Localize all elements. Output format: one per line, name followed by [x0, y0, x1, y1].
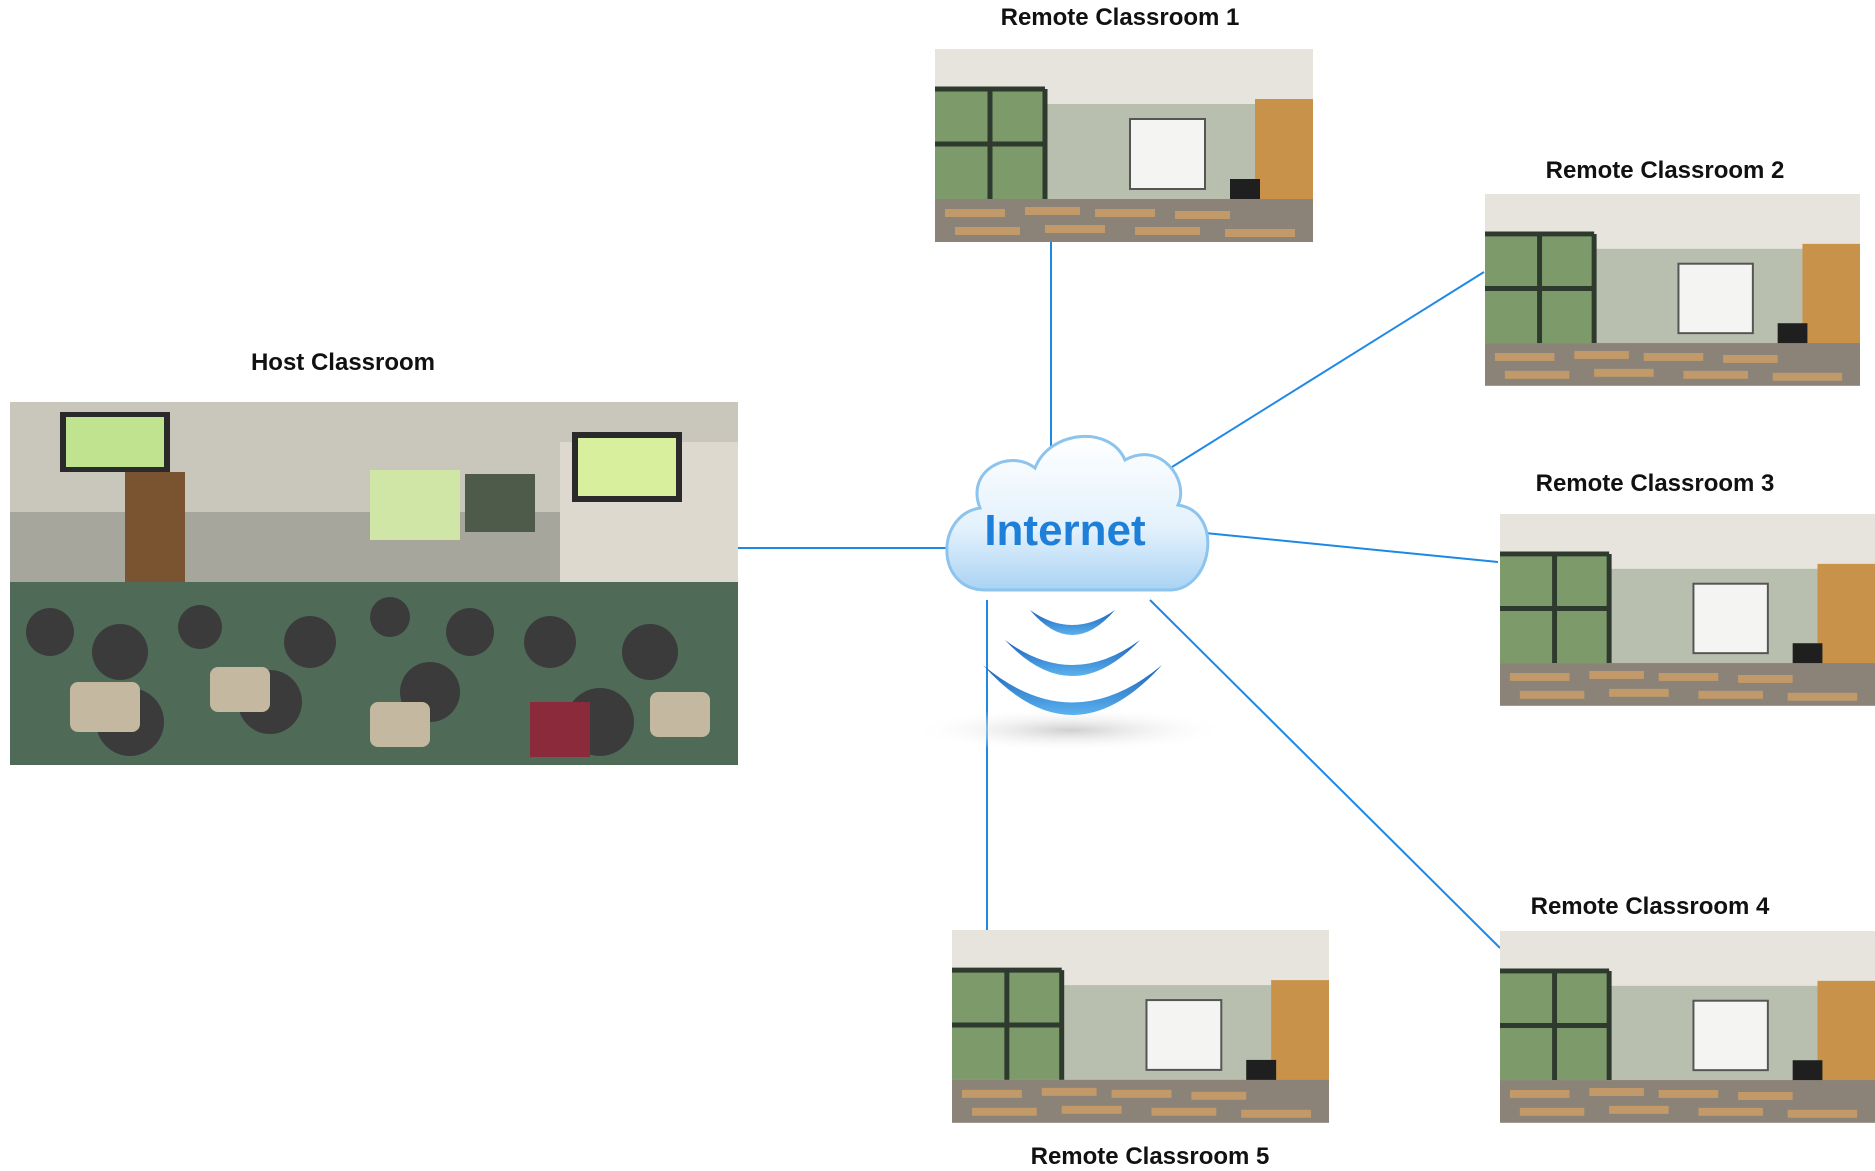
- remote-classroom-2-photo: [1485, 194, 1860, 386]
- remote-classroom-4-photo: [1500, 931, 1875, 1123]
- remote-classroom-3-label: Remote Classroom 3: [1535, 470, 1775, 497]
- host-classroom-label: Host Classroom: [250, 349, 436, 376]
- remote-classroom-5-label: Remote Classroom 5: [1030, 1143, 1270, 1170]
- link-remote-3: [1194, 531, 1499, 563]
- remote-classroom-1-label: Remote Classroom 1: [1000, 4, 1240, 31]
- remote-classroom-2-label: Remote Classroom 2: [1545, 157, 1785, 184]
- link-remote-2: [1147, 271, 1485, 483]
- cloud-label: Internet: [984, 506, 1146, 555]
- host-classroom-photo: [10, 402, 738, 765]
- remote-classroom-3-photo: [1500, 514, 1875, 706]
- remote-classroom-4-label: Remote Classroom 4: [1530, 893, 1770, 920]
- remote-classroom-1-photo: [935, 49, 1313, 242]
- remote-classroom-5-photo: [952, 930, 1329, 1123]
- link-remote-4: [1149, 599, 1501, 949]
